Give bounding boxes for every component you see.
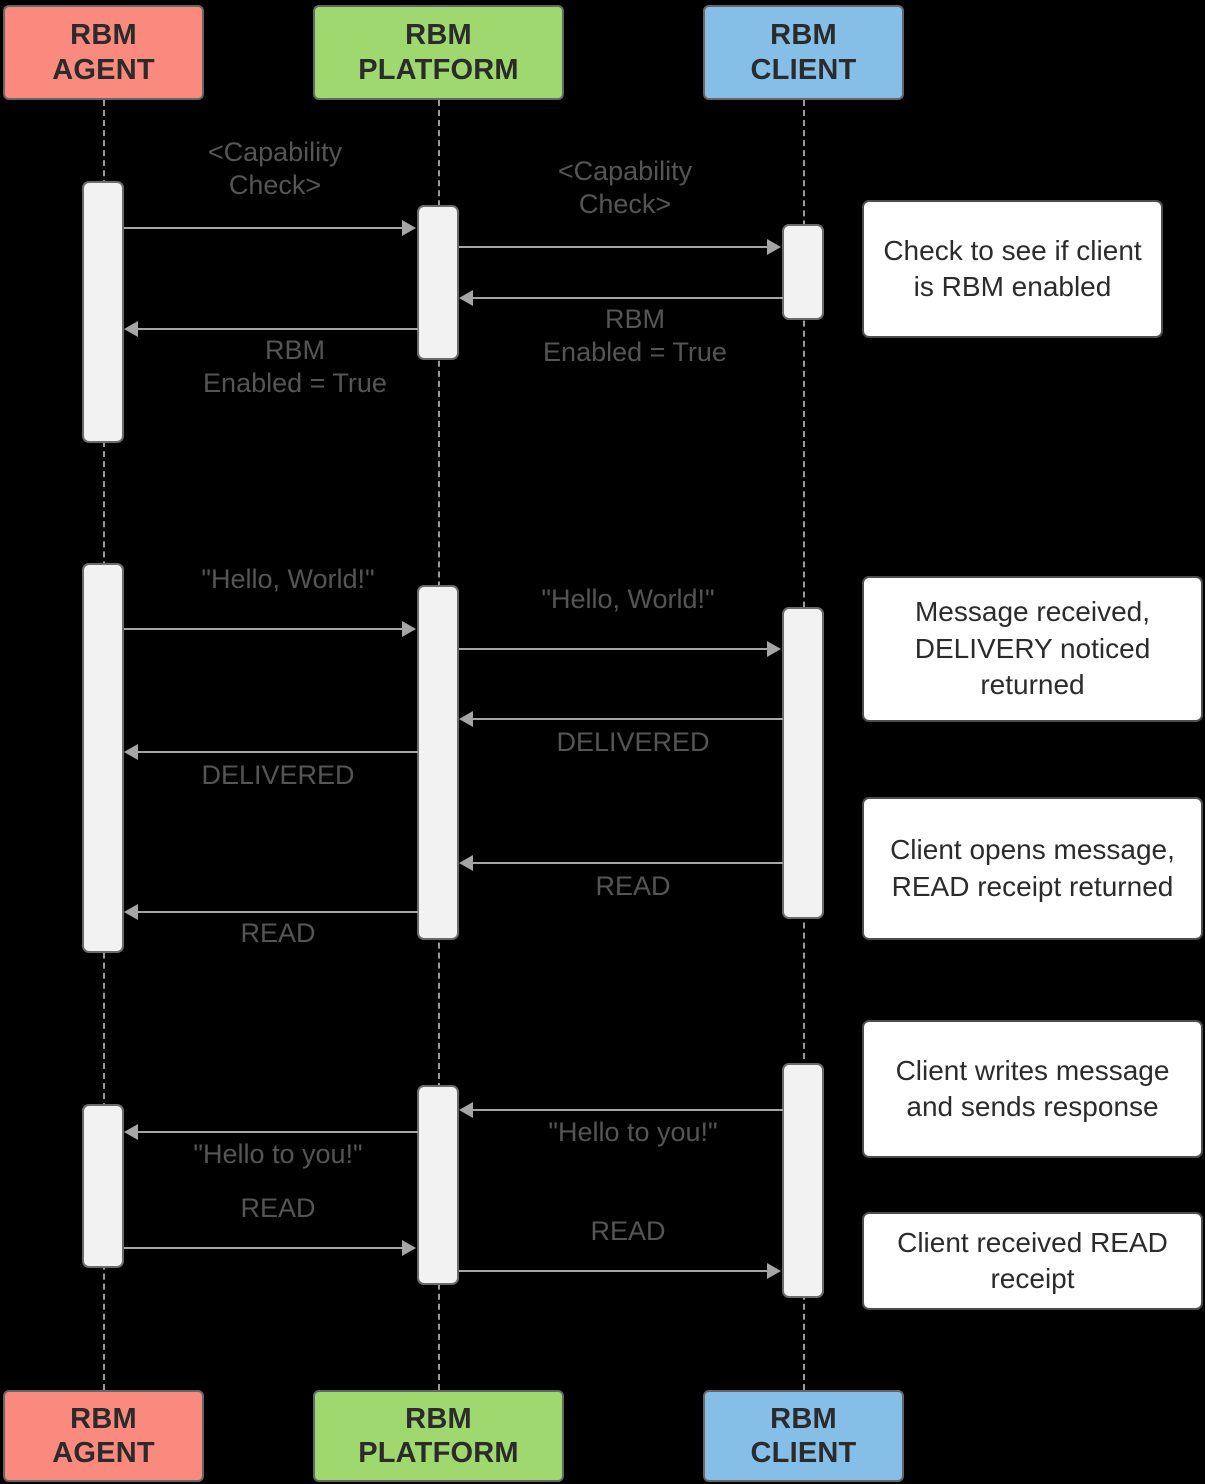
message-arrowhead-m14 (767, 1263, 781, 1279)
message-label-m1: <Capability Check> (207, 137, 343, 200)
message-label-m5: "Hello, World!" (201, 564, 375, 594)
participant-header-client[interactable]: RBM CLIENT (703, 5, 904, 100)
note-capability-check: Check to see if client is RBM enabled (862, 200, 1163, 338)
message-arrowhead-m9 (459, 855, 473, 871)
participant-footer-agent[interactable]: RBM AGENT (3, 1390, 204, 1482)
message-line-m13 (124, 1247, 404, 1249)
message-arrowhead-m3 (459, 290, 473, 306)
participant-platform-line2: PLATFORM (358, 53, 519, 86)
note-client-opens-message: Client opens message, READ receipt retur… (862, 797, 1203, 940)
activation-client-1 (782, 224, 824, 320)
message-label-m8: DELIVERED (201, 760, 355, 790)
message-arrowhead-m13 (402, 1240, 416, 1256)
message-line-m7 (473, 718, 783, 720)
participant-agent-line2: AGENT (52, 53, 155, 86)
message-arrowhead-m6 (767, 641, 781, 657)
message-arrowhead-m2 (767, 239, 781, 255)
note-client-writes-message: Client writes message and sends response (862, 1020, 1203, 1158)
activation-agent-3 (82, 1104, 124, 1268)
participant-footer-platform-line1: RBM (405, 1402, 472, 1435)
participant-platform-line1: RBM (405, 19, 472, 52)
activation-client-3 (782, 1063, 824, 1298)
message-line-m3 (473, 297, 783, 299)
participant-footer-client[interactable]: RBM CLIENT (703, 1390, 904, 1482)
message-arrowhead-m5 (402, 621, 416, 637)
message-arrowhead-m7 (459, 711, 473, 727)
participant-client-line1: RBM (770, 19, 837, 52)
participant-footer-platform[interactable]: RBM PLATFORM (313, 1390, 564, 1482)
message-line-m1 (124, 227, 404, 229)
message-line-m6 (459, 648, 769, 650)
message-label-m11: "Hello to you!" (548, 1117, 718, 1147)
message-arrowhead-m8 (124, 744, 138, 760)
participant-header-agent[interactable]: RBM AGENT (3, 5, 204, 100)
message-line-m11 (473, 1109, 783, 1111)
note-message-received: Message received, DELIVERY noticed retur… (862, 576, 1203, 722)
message-label-m3: RBM Enabled = True (543, 304, 727, 367)
message-label-m4: RBM Enabled = True (203, 335, 387, 398)
activation-platform-3 (417, 1085, 459, 1285)
message-line-m12 (138, 1131, 418, 1133)
message-label-m2: <Capability Check> (557, 156, 693, 219)
message-label-m14: READ (590, 1216, 666, 1246)
note-client-received-read: Client received READ receipt (862, 1212, 1203, 1310)
participant-header-platform[interactable]: RBM PLATFORM (313, 5, 564, 100)
participant-agent-line1: RBM (70, 19, 137, 52)
message-label-m13: READ (240, 1193, 316, 1223)
participant-footer-client-line1: RBM (770, 1402, 837, 1435)
participant-footer-agent-line1: RBM (70, 1402, 137, 1435)
message-arrowhead-m1 (402, 220, 416, 236)
participant-footer-agent-line2: AGENT (52, 1437, 155, 1469)
activation-agent-2 (82, 563, 124, 953)
activation-agent-1 (82, 181, 124, 443)
message-line-m14 (459, 1270, 769, 1272)
message-line-m9 (473, 862, 783, 864)
activation-client-2 (782, 607, 824, 919)
activation-platform-2 (417, 585, 459, 940)
activation-platform-1 (417, 205, 459, 360)
participant-footer-client-line2: CLIENT (750, 1437, 857, 1469)
message-arrowhead-m4 (124, 321, 138, 337)
participant-footer-platform-line2: PLATFORM (358, 1437, 519, 1469)
message-arrowhead-m11 (459, 1102, 473, 1118)
message-line-m5 (124, 628, 404, 630)
message-label-m6: "Hello, World!" (541, 584, 715, 614)
message-line-m10 (138, 911, 418, 913)
message-arrowhead-m12 (124, 1124, 138, 1140)
message-line-m8 (138, 751, 418, 753)
message-line-m2 (459, 246, 769, 248)
participant-client-line2: CLIENT (750, 53, 857, 86)
message-label-m12: "Hello to you!" (193, 1139, 363, 1169)
message-label-m9: READ (595, 871, 671, 901)
message-line-m4 (138, 328, 418, 330)
message-label-m10: READ (240, 918, 316, 948)
message-arrowhead-m10 (124, 904, 138, 920)
message-label-m7: DELIVERED (556, 727, 710, 757)
